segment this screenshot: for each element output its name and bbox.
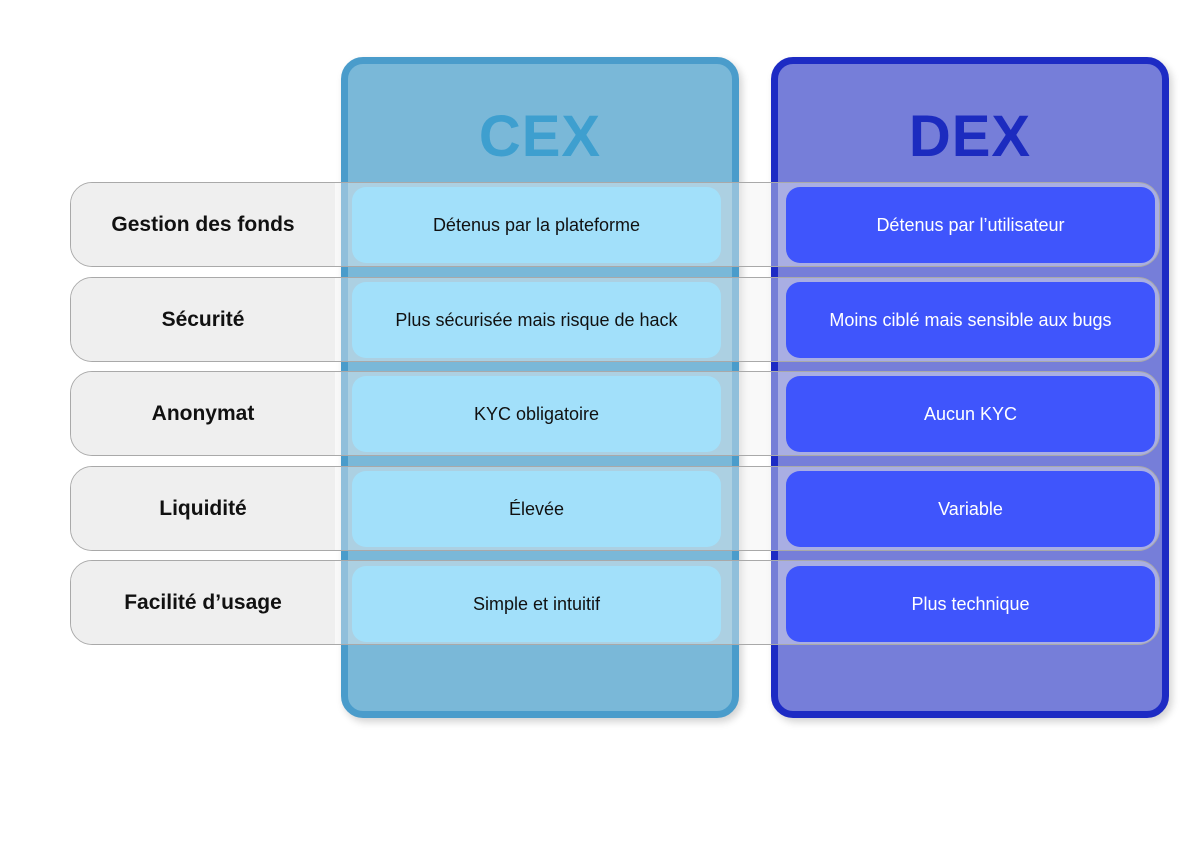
row-label: Gestion des fonds [71, 183, 335, 266]
row-label: Anonymat [71, 372, 335, 455]
dex-cell-liquidite: Variable [786, 471, 1155, 547]
dex-cell-gestion-des-fonds: Détenus par l’utilisateur [786, 187, 1155, 263]
row-label: Sécurité [71, 278, 335, 361]
row-label: Liquidité [71, 467, 335, 550]
cex-cell-facilite-usage: Simple et intuitif [352, 566, 721, 642]
cex-cell-anonymat: KYC obligatoire [352, 376, 721, 452]
cex-cell-liquidite: Élevée [352, 471, 721, 547]
dex-cell-anonymat: Aucun KYC [786, 376, 1155, 452]
cex-title: CEX [478, 104, 602, 169]
cex-cell-gestion-des-fonds: Détenus par la plateforme [352, 187, 721, 263]
dex-cell-securite: Moins ciblé mais sensible aux bugs [786, 282, 1155, 358]
cex-cell-securite: Plus sécurisée mais risque de hack [352, 282, 721, 358]
row-label: Facilité d’usage [71, 561, 335, 644]
dex-cell-facilite-usage: Plus technique [786, 566, 1155, 642]
dex-title: DEX [908, 104, 1032, 169]
